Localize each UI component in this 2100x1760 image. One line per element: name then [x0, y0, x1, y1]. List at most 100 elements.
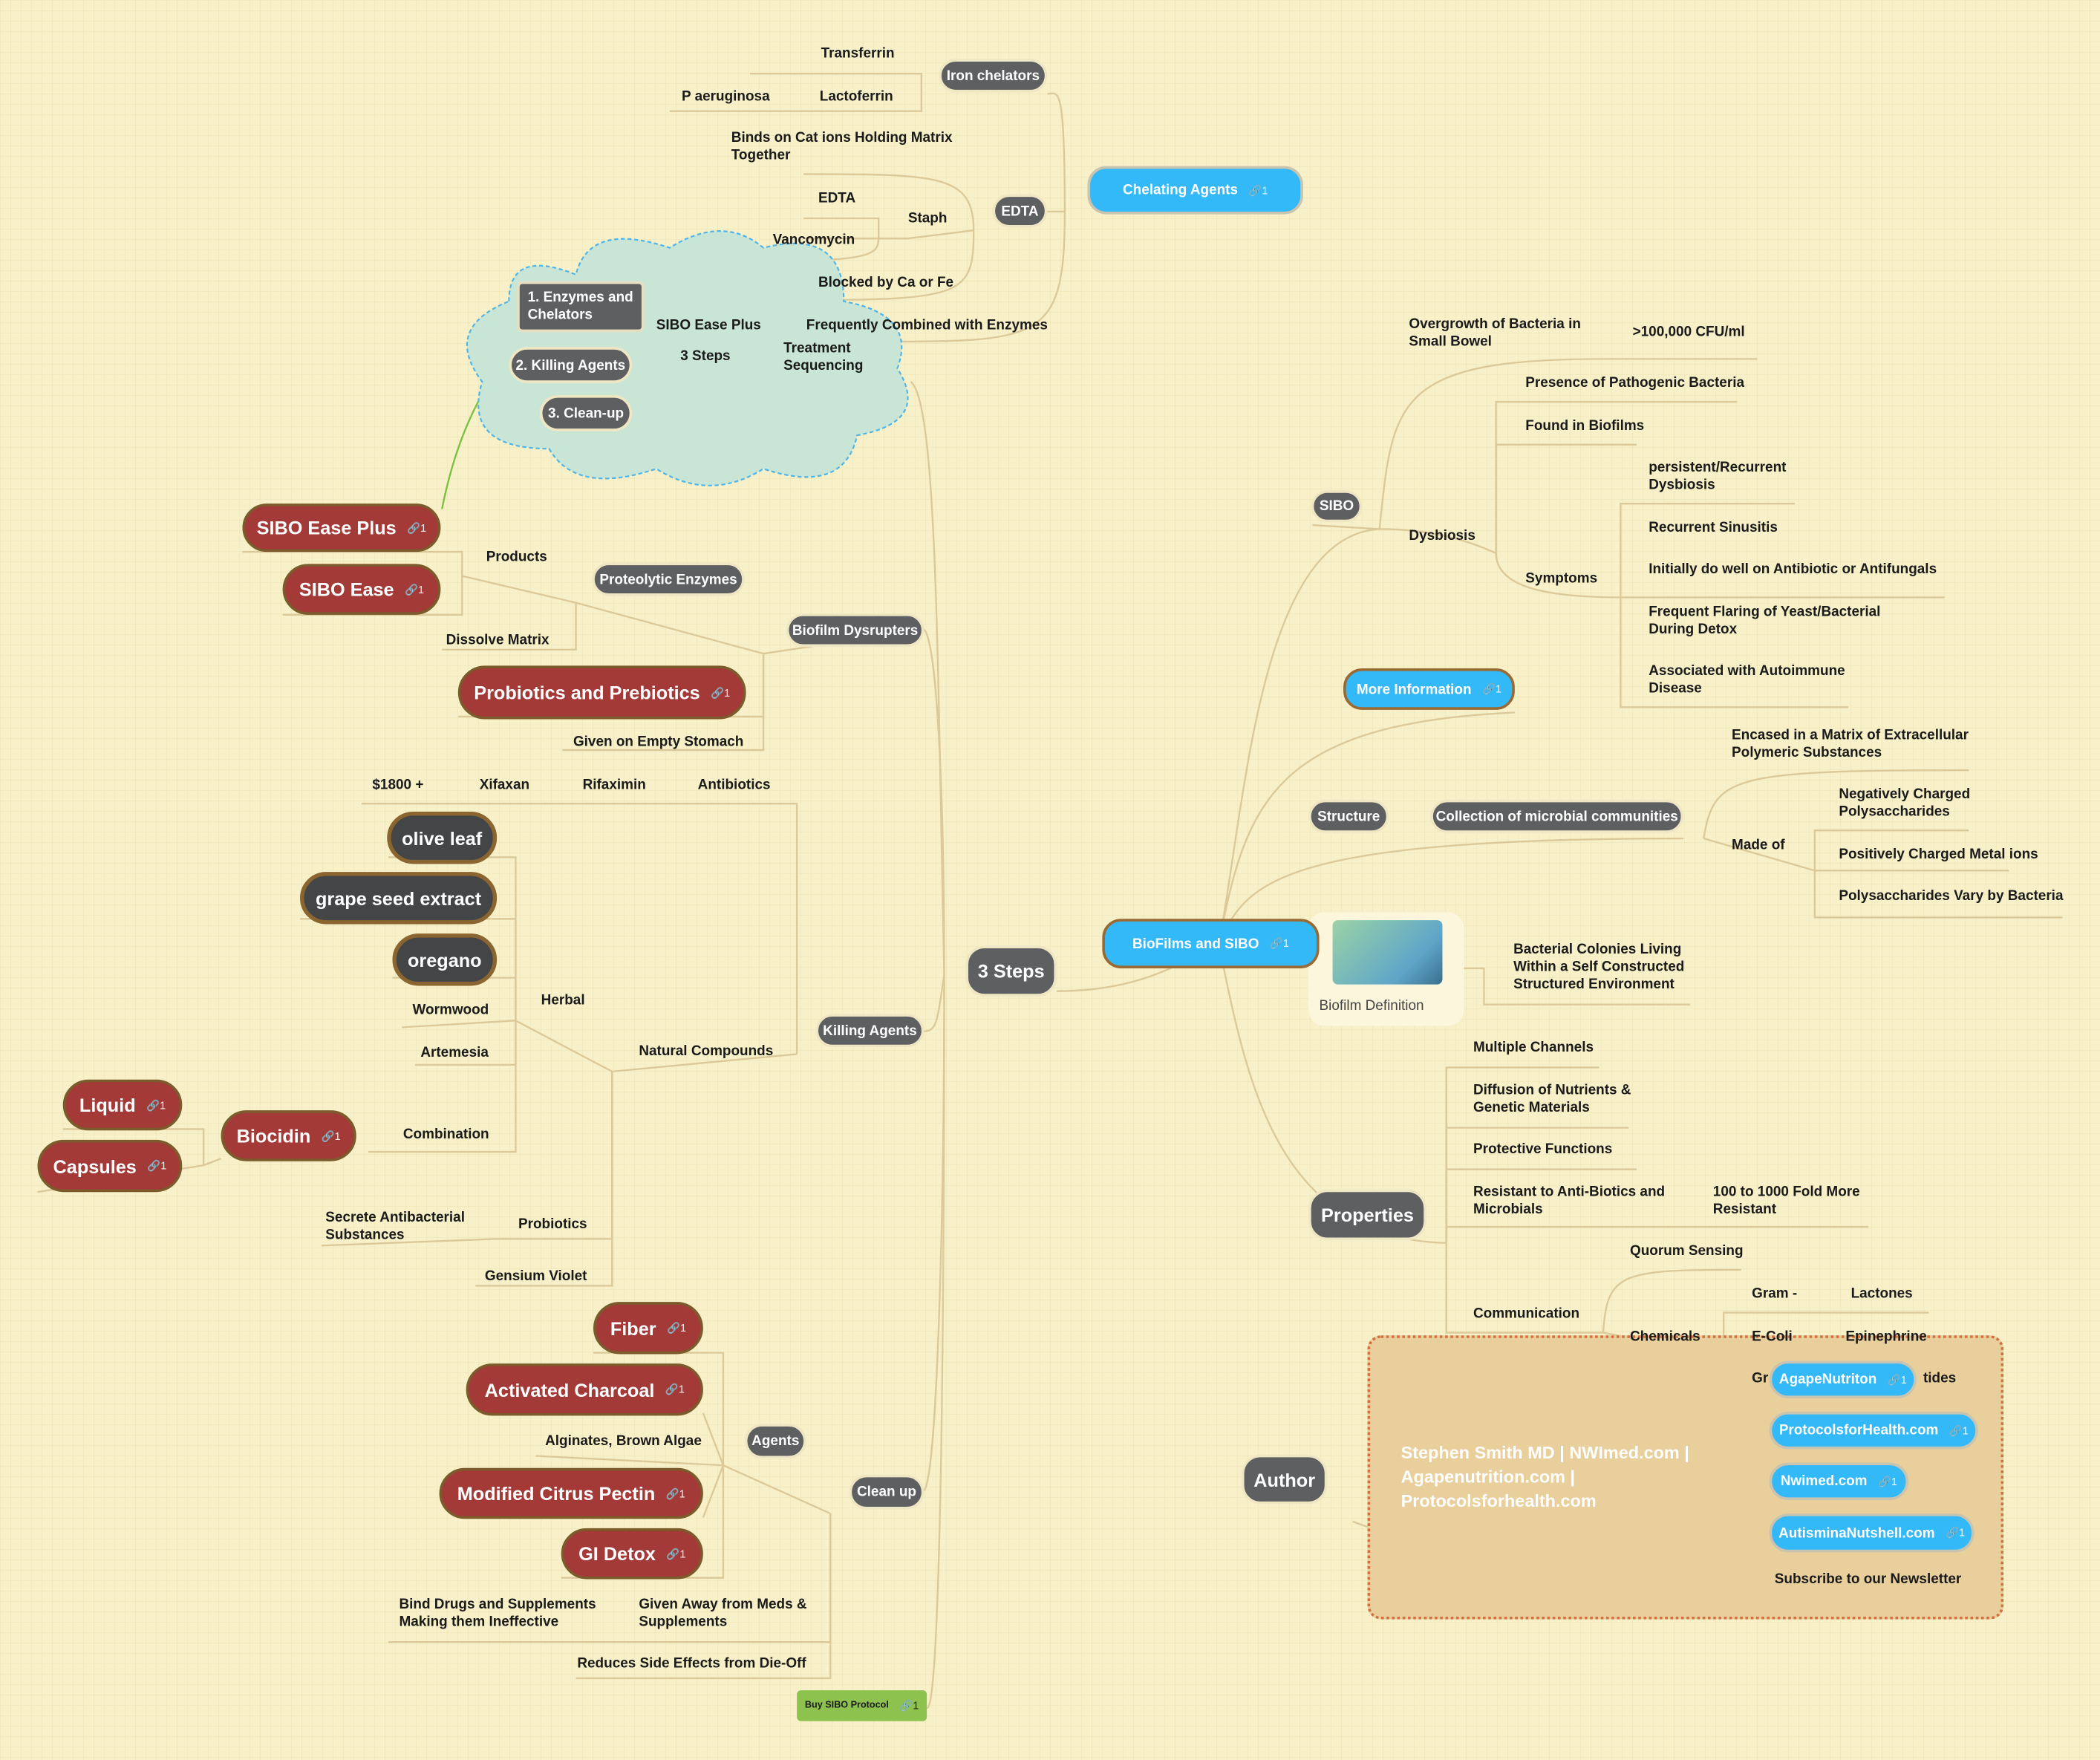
artemesia-node[interactable]: Artemesia	[420, 1045, 489, 1062]
bind-drugs-node[interactable]: Bind Drugs and Supplements Making them I…	[399, 1597, 596, 1632]
communication-node[interactable]: Communication	[1473, 1306, 1579, 1323]
citrus-pectin-node[interactable]: Modified Citrus Pectin🔗1	[439, 1467, 703, 1519]
dysbiosis-node[interactable]: Dysbiosis	[1409, 528, 1475, 545]
property-node[interactable]: Multiple Channels	[1473, 1040, 1594, 1057]
agapenutrition-link[interactable]: AgapeNutriton🔗1	[1769, 1360, 1917, 1398]
combined-node[interactable]: Frequently Combined with Enzymes	[806, 317, 1048, 334]
agents-node[interactable]: Agents	[744, 1424, 806, 1459]
dissolve-matrix-node[interactable]: Dissolve Matrix	[446, 632, 550, 649]
natural-compounds-node[interactable]: Natural Compounds	[639, 1043, 773, 1060]
sibo-ease-plus-label[interactable]: SIBO Ease Plus	[656, 317, 761, 334]
link-icon[interactable]: 🔗1	[899, 1699, 919, 1712]
property-node[interactable]: Resistant to Anti-Biotics and Microbials	[1473, 1184, 1665, 1219]
chelating-agents-node[interactable]: Chelating Agents🔗1	[1087, 166, 1303, 215]
combination-node[interactable]: Combination	[403, 1127, 489, 1144]
link-icon[interactable]: 🔗1	[1877, 1475, 1897, 1487]
symptom-node[interactable]: Recurrent Sinusitis	[1649, 520, 1778, 537]
ecoli-node[interactable]: E-Coli	[1752, 1329, 1793, 1346]
properties-node[interactable]: Properties	[1308, 1189, 1426, 1241]
treatment-sequencing-node[interactable]: Treatment Sequencing	[783, 340, 863, 375]
epinephrine-node[interactable]: Epinephrine	[1845, 1329, 1926, 1346]
oregano-node[interactable]: oregano	[392, 933, 498, 986]
sibo-node[interactable]: SIBO	[1311, 490, 1363, 523]
fiber-node[interactable]: Fiber🔗1	[593, 1302, 703, 1355]
biofilm-dysrupters-node[interactable]: Biofilm Dysrupters	[786, 613, 925, 648]
negatively-charged-node[interactable]: Negatively Charged Polysaccharides	[1839, 786, 1970, 821]
reduces-side-effects-node[interactable]: Reduces Side Effects from Die-Off	[577, 1655, 806, 1672]
sibo-ease-plus-node[interactable]: SIBO Ease Plus🔗1	[242, 503, 441, 553]
link-icon[interactable]: 🔗1	[666, 1548, 686, 1560]
empty-stomach-node[interactable]: Given on Empty Stomach	[573, 734, 743, 751]
activated-charcoal-node[interactable]: Activated Charcoal🔗1	[466, 1363, 703, 1416]
transferrin-node[interactable]: Transferrin	[821, 45, 895, 62]
link-icon[interactable]: 🔗1	[405, 583, 425, 596]
link-icon[interactable]: 🔗1	[665, 1383, 685, 1396]
property-node[interactable]: Protective Functions	[1473, 1141, 1612, 1158]
grape-seed-node[interactable]: grape seed extract	[300, 872, 498, 925]
step3-node[interactable]: 3. Clean-up	[539, 395, 633, 431]
link-icon[interactable]: 🔗1	[146, 1098, 166, 1112]
chemicals-node[interactable]: Chemicals	[1630, 1329, 1700, 1346]
found-biofilms-node[interactable]: Found in Biofilms	[1525, 418, 1644, 435]
definition-node[interactable]: Bacterial Colonies Living Within a Self …	[1513, 942, 1684, 994]
image-card[interactable]	[1308, 912, 1464, 1026]
link-icon[interactable]: 🔗1	[147, 1159, 167, 1173]
symptoms-node[interactable]: Symptoms	[1525, 570, 1597, 587]
capsules-node[interactable]: Capsules🔗1	[37, 1139, 183, 1193]
link-icon[interactable]: 🔗1	[407, 521, 427, 534]
edta-pill-node[interactable]: EDTA	[992, 194, 1048, 228]
link-icon[interactable]: 🔗1	[1887, 1373, 1907, 1386]
binds-cat-ions-node[interactable]: Binds on Cat ions Holding Matrix Togethe…	[731, 130, 953, 165]
link-icon[interactable]: 🔗1	[1949, 1424, 1969, 1437]
quorum-sensing-node[interactable]: Quorum Sensing	[1630, 1243, 1744, 1260]
probiotics-prebiotics-node[interactable]: Probiotics and Prebiotics🔗1	[457, 665, 746, 720]
symptom-node[interactable]: Initially do well on Antibiotic or Antif…	[1649, 561, 1937, 578]
biofilms-sibo-node[interactable]: BioFilms and SIBO🔗1	[1102, 919, 1320, 969]
positively-charged-node[interactable]: Positively Charged Metal ions	[1839, 847, 2038, 864]
nwimed-link[interactable]: Nwimed.com🔗1	[1769, 1462, 1909, 1501]
step1-node[interactable]: 1. Enzymes and Chelators	[517, 281, 645, 333]
rifaximin-node[interactable]: Rifaximin	[583, 777, 646, 794]
author-node[interactable]: Author	[1241, 1454, 1328, 1505]
olive-leaf-node[interactable]: olive leaf	[387, 811, 498, 864]
link-icon[interactable]: 🔗1	[321, 1130, 341, 1142]
gram-negative-node[interactable]: Gram -	[1752, 1285, 1797, 1303]
symptom-node[interactable]: Associated with Autoimmune Disease	[1649, 663, 1845, 698]
link-icon[interactable]: 🔗1	[665, 1487, 685, 1500]
presence-node[interactable]: Presence of Pathogenic Bacteria	[1525, 375, 1744, 392]
gensium-violet-node[interactable]: Gensium Violet	[485, 1268, 587, 1285]
three-steps-label[interactable]: 3 Steps	[680, 348, 730, 365]
symptom-node[interactable]: persistent/Recurrent Dysbiosis	[1649, 460, 1786, 495]
link-icon[interactable]: 🔗1	[1248, 183, 1268, 197]
encased-node[interactable]: Encased in a Matrix of Extracellular Pol…	[1732, 727, 1969, 762]
lactones-node[interactable]: Lactones	[1851, 1285, 1913, 1303]
lactoferrin-node[interactable]: Lactoferrin	[820, 88, 893, 105]
killing-agents-node[interactable]: Killing Agents	[815, 1014, 925, 1048]
step2-node[interactable]: 2. Killing Agents	[509, 347, 633, 383]
vary-node[interactable]: Polysaccharides Vary by Bacteria	[1839, 888, 2063, 905]
link-icon[interactable]: 🔗1	[1269, 937, 1289, 950]
link-icon[interactable]: 🔗1	[1945, 1527, 1965, 1539]
edta-node[interactable]: EDTA	[818, 190, 855, 207]
proteolytic-enzymes-node[interactable]: Proteolytic Enzymes	[592, 562, 745, 596]
collection-node[interactable]: Collection of microbial communities	[1430, 799, 1684, 833]
staph-node[interactable]: Staph	[908, 210, 948, 227]
wormwood-node[interactable]: Wormwood	[413, 1002, 489, 1019]
gi-detox-node[interactable]: GI Detox🔗1	[561, 1528, 703, 1580]
liquid-node[interactable]: Liquid🔗1	[62, 1079, 183, 1131]
price-node[interactable]: $1800 +	[372, 777, 423, 794]
vancomycin-node[interactable]: Vancomycin	[773, 232, 855, 249]
autisminanutshell-link[interactable]: AutisminaNutshell.com🔗1	[1769, 1513, 1975, 1553]
subscribe-node[interactable]: Subscribe to our Newsletter	[1775, 1571, 1962, 1588]
sibo-ease-node[interactable]: SIBO Ease🔗1	[282, 564, 441, 615]
p-aeruginosa-node[interactable]: P aeruginosa	[682, 88, 770, 105]
made-of-node[interactable]: Made of	[1732, 837, 1785, 854]
symptom-node[interactable]: Frequent Flaring of Yeast/Bacterial Duri…	[1649, 604, 1880, 639]
gram-positive-node[interactable]: Gr	[1752, 1370, 1768, 1387]
property-node[interactable]: Diffusion of Nutrients & Genetic Materia…	[1473, 1082, 1631, 1117]
link-icon[interactable]: 🔗1	[667, 1322, 687, 1334]
cfu-node[interactable]: >100,000 CFU/ml	[1633, 324, 1745, 341]
herbal-node[interactable]: Herbal	[541, 992, 585, 1009]
products-node[interactable]: Products	[486, 549, 547, 566]
